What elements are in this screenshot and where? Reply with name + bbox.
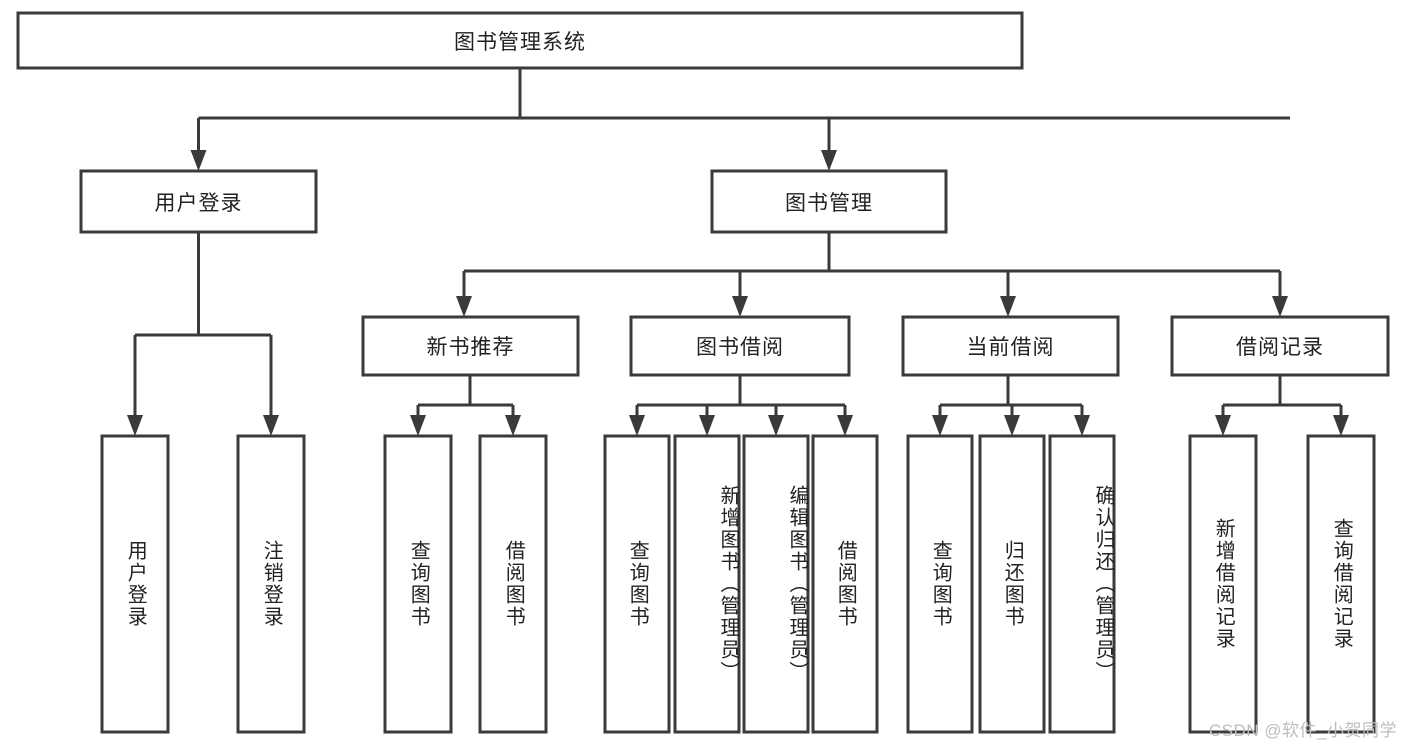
arrow-head-leaf-user-login-2: [263, 415, 279, 436]
arrow-head-leaf-current-3: [1074, 415, 1090, 436]
node-box-book-borrow[interactable]: [629, 315, 851, 377]
arrow-head-leaf-user-login-1: [127, 415, 143, 436]
arrow-head-user-login: [190, 150, 207, 171]
node-box-leaf-borrow-2[interactable]: [673, 434, 741, 734]
arrow-head-leaf-record-1: [1215, 415, 1231, 436]
connector-user-login-to-leaves: [127, 232, 279, 436]
connector-borrow-record-to-leaves: [1215, 375, 1349, 436]
node-box-leaf-borrow-1[interactable]: [603, 434, 671, 734]
node-box-leaf-current-1[interactable]: [906, 434, 974, 734]
node-box-leaf-recommend-2[interactable]: [478, 434, 548, 734]
node-box-root[interactable]: [16, 11, 1024, 70]
node-box-book-management[interactable]: [710, 169, 948, 234]
arrow-head-leaf-record-2: [1333, 415, 1349, 436]
node-box-leaf-user-login-2[interactable]: [236, 434, 306, 734]
arrow-head-leaf-current-2: [1004, 415, 1020, 436]
node-box-leaf-user-login-1[interactable]: [100, 434, 170, 734]
node-box-new-book-recommend[interactable]: [361, 315, 580, 377]
arrow-head-leaf-borrow-3: [768, 415, 784, 436]
arrow-head-leaf-borrow-1: [629, 415, 645, 436]
node-box-leaf-current-3[interactable]: [1048, 434, 1116, 734]
node-box-leaf-record-2[interactable]: [1306, 434, 1376, 734]
node-box-current-borrow[interactable]: [901, 315, 1120, 377]
arrow-head-leaf-recommend-1: [410, 415, 426, 436]
connector-book-borrow-to-leaves: [629, 375, 853, 436]
arrow-head-leaf-current-1: [932, 415, 948, 436]
node-box-leaf-record-1[interactable]: [1188, 434, 1258, 734]
arrow-head-borrow-record: [1272, 296, 1288, 317]
node-box-borrow-record[interactable]: [1170, 315, 1390, 377]
connector-current-borrow-to-leaves: [932, 375, 1090, 436]
arrow-head-book-management: [821, 150, 837, 171]
node-box-leaf-borrow-4[interactable]: [811, 434, 879, 734]
connector-root-to-level2: [190, 68, 1290, 171]
node-box-leaf-recommend-1[interactable]: [383, 434, 453, 734]
node-box-leaf-current-2[interactable]: [978, 434, 1046, 734]
arrow-head-leaf-recommend-2: [505, 415, 521, 436]
connector-book-management-to-level3: [456, 232, 1288, 317]
arrow-head-leaf-borrow-4: [837, 415, 853, 436]
arrow-head-current-borrow: [1000, 296, 1016, 317]
node-box-leaf-borrow-3[interactable]: [742, 434, 810, 734]
arrow-head-new-book-recommend: [456, 296, 472, 317]
node-box-user-login[interactable]: [79, 169, 318, 234]
arrow-head-leaf-borrow-2: [699, 415, 715, 436]
connector-recommend-to-leaves: [410, 375, 521, 436]
arrow-head-book-borrow: [732, 296, 748, 317]
